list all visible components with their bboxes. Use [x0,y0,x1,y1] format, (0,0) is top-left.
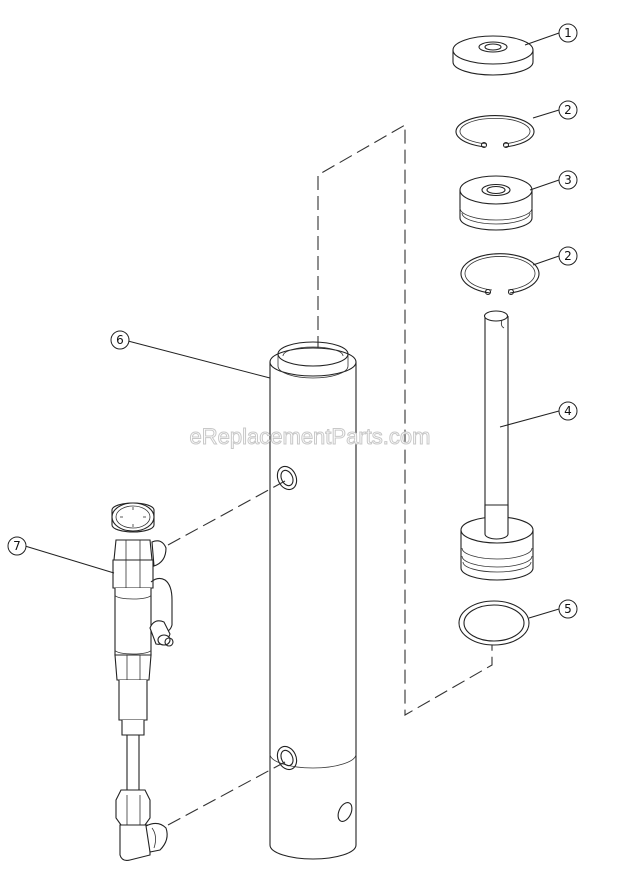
part-2-retaining-ring-upper[interactable] [455,114,535,149]
svg-text:4: 4 [564,404,572,418]
svg-text:2: 2 [564,103,572,117]
part-4-piston-rod[interactable] [460,310,534,581]
part-3-gland[interactable] [459,175,533,231]
callout-6: 6 [110,330,271,379]
part-1-cap[interactable] [452,35,534,76]
assembly-dashed-path [317,124,493,716]
svg-text:5: 5 [564,602,572,616]
svg-text:7: 7 [13,539,21,553]
callout-2-upper: 2 [532,100,578,120]
callout-2-lower: 2 [532,246,578,266]
part-7-valve-gauge-assembly[interactable] [111,502,174,861]
part-6-cylinder-tube[interactable] [269,341,357,860]
part-5-o-ring[interactable] [458,600,530,646]
part-2-retaining-ring-lower[interactable] [460,253,540,296]
svg-text:2: 2 [564,249,572,263]
port-leader-lines [167,480,286,826]
svg-text:3: 3 [564,173,572,187]
callout-1: 1 [524,23,578,46]
callout-7: 7 [7,536,115,574]
svg-text:1: 1 [564,26,572,40]
callout-3: 3 [529,170,578,191]
svg-text:6: 6 [116,333,124,347]
callout-4: 4 [499,401,578,428]
callout-5: 5 [528,599,578,619]
